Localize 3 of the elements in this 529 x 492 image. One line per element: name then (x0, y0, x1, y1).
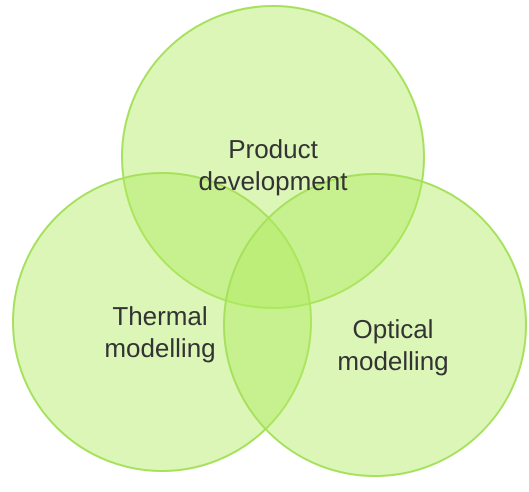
circle-label: Thermal modelling (103, 300, 217, 364)
circle-label: Optical modelling (336, 313, 450, 377)
circle-label: Product development (198, 133, 348, 197)
